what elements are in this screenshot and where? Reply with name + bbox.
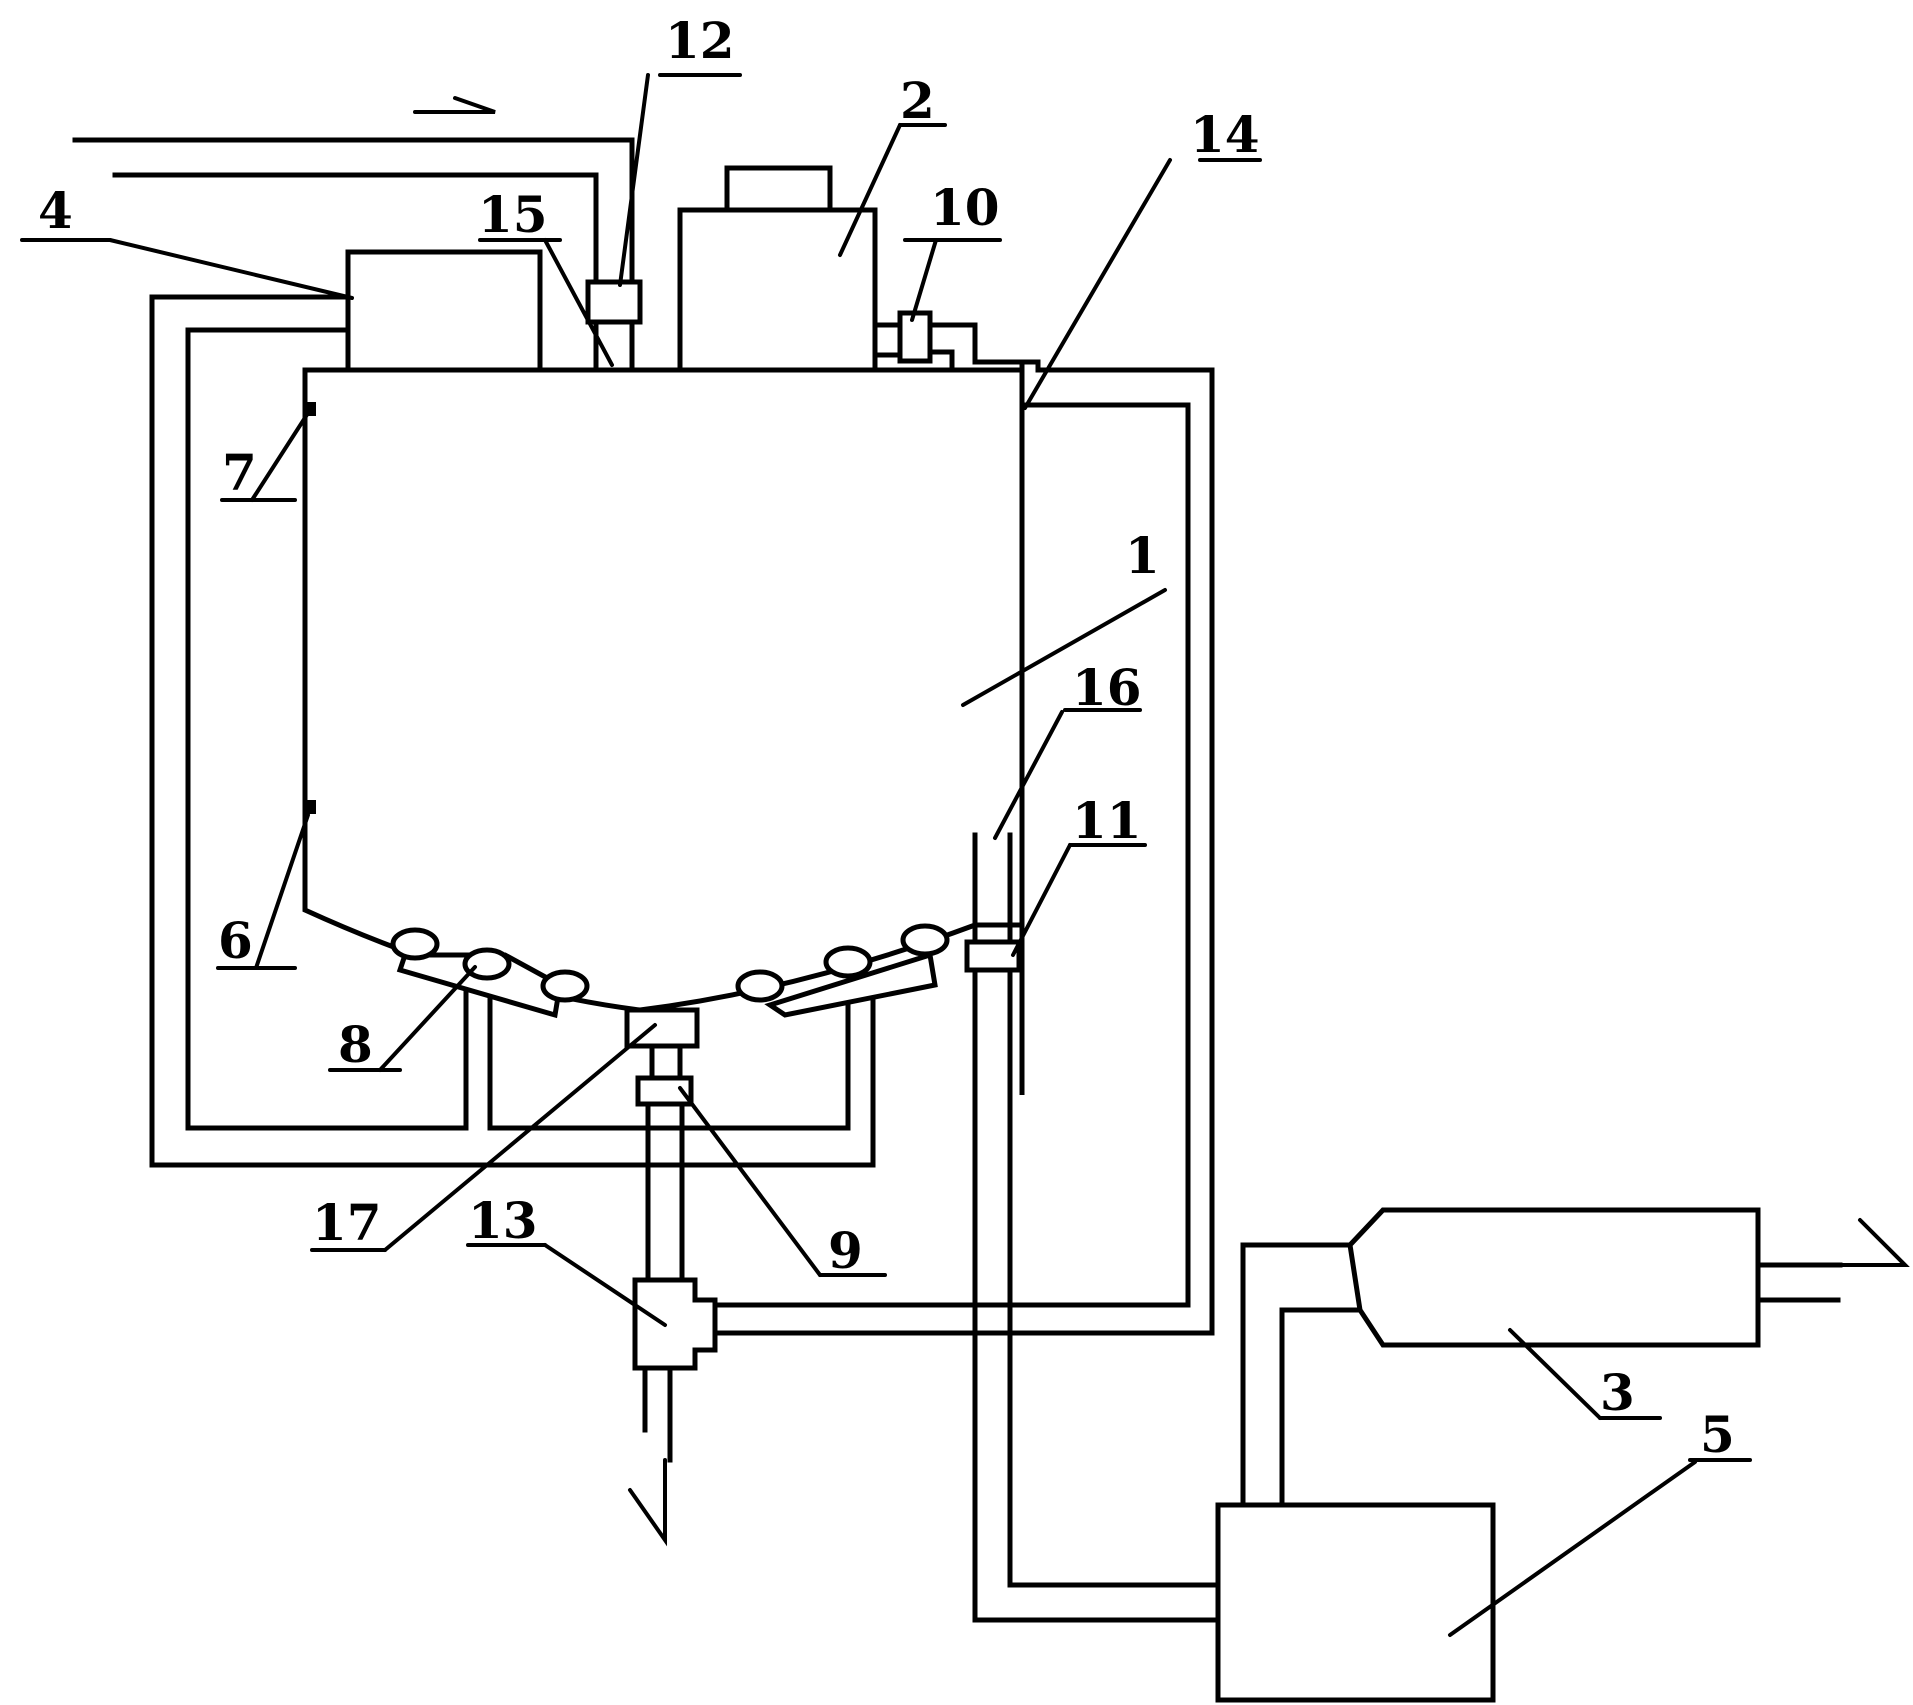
control-box-5 <box>1215 1242 1496 1703</box>
label-11: 11 <box>1072 791 1142 850</box>
label-9: 9 <box>828 1221 863 1280</box>
left-jacket-loop <box>149 294 876 1168</box>
label-7: 7 <box>222 443 257 502</box>
label-16: 16 <box>1072 658 1142 717</box>
label-1: 1 <box>1125 526 1160 585</box>
label-8: 8 <box>338 1015 373 1074</box>
bottom-outlet <box>624 1007 718 1547</box>
wall-sensors <box>307 402 316 814</box>
right-loop-14 <box>712 367 1215 1336</box>
component-3 <box>1347 1207 1910 1348</box>
label-13: 13 <box>468 1191 538 1250</box>
motor-2 <box>677 165 878 373</box>
reservoir-4 <box>345 249 543 373</box>
label-12: 12 <box>665 11 735 70</box>
tank-top-fittings <box>1019 359 1041 373</box>
sensor-lines <box>964 832 1221 1623</box>
label-5: 5 <box>1700 1405 1735 1464</box>
label-17: 17 <box>312 1193 382 1252</box>
leader-lines <box>20 73 1752 1637</box>
label-14: 14 <box>1190 105 1260 164</box>
label-2: 2 <box>900 71 935 130</box>
valve-10-assembly <box>872 310 1025 373</box>
part-labels: 12 2 14 4 15 10 7 1 16 11 6 8 17 13 9 3 … <box>38 11 1735 1464</box>
label-4: 4 <box>38 181 73 240</box>
label-15: 15 <box>478 185 548 244</box>
label-6: 6 <box>218 911 253 970</box>
feed-lines-top <box>72 96 643 373</box>
label-10: 10 <box>930 178 1000 237</box>
label-3: 3 <box>1600 1363 1635 1422</box>
bottom-heaters-8 <box>390 923 950 1019</box>
